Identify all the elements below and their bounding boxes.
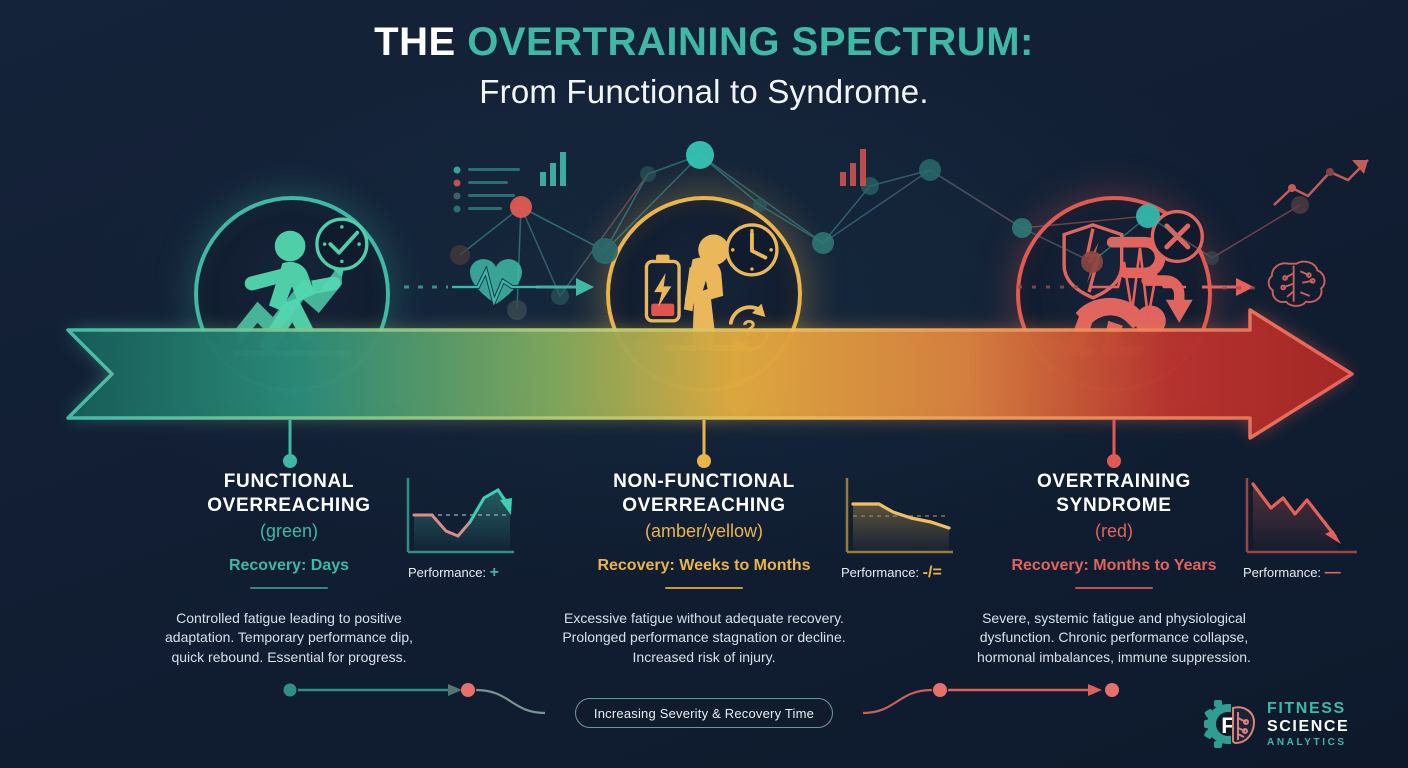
stage-heading: NON-FUNCTIONAL OVERREACHING xyxy=(613,471,795,516)
performance-value: + xyxy=(489,564,500,581)
stage-recovery: Recovery: Weeks to Months xyxy=(597,556,811,574)
title-main: THE OVERTRAINING SPECTRUM: xyxy=(0,18,1408,67)
stage-recovery: Recovery: Months to Years xyxy=(1011,556,1217,574)
title-prefix: THE xyxy=(374,20,468,64)
panel-divider xyxy=(250,586,328,589)
spark-chart-overtraining xyxy=(1245,478,1357,554)
panel-divider xyxy=(1075,586,1153,589)
bar-chart-icon-right xyxy=(840,149,866,186)
stage-heading: FUNCTIONAL OVERREACHING xyxy=(207,471,371,516)
performance-value: — xyxy=(1324,564,1341,581)
panel-divider xyxy=(665,586,743,589)
network-nodes-icon xyxy=(450,141,1309,320)
performance-value: -/= xyxy=(922,564,942,581)
ecg-pulse-icon xyxy=(1018,247,1254,319)
logo-line-3: ANALYTICS xyxy=(1267,736,1347,748)
stage-panel-nonfunctional: NON-FUNCTIONAL OVERREACHING (amber/yello… xyxy=(559,470,849,668)
stage-stem-green xyxy=(283,420,297,468)
stage-description: Controlled fatigue leading to positive a… xyxy=(165,609,413,666)
stage-stem-amber xyxy=(697,420,711,468)
stage-panel-overtraining: OVERTRAINING SYNDROME (red) Recovery: Mo… xyxy=(970,470,1258,668)
logo-line-1: FITNESS xyxy=(1267,699,1346,717)
stage-color-label: (green) xyxy=(259,520,319,541)
performance-label-overtraining: Performance: — xyxy=(1243,564,1341,582)
brand-logo: F FITNESS SCIENCE ANALYTICS xyxy=(1204,700,1349,748)
title-highlight: OVERTRAINING SPECTRUM: xyxy=(467,20,1034,64)
clock-check-icon xyxy=(315,217,369,271)
collapsed-figure-icon xyxy=(1060,209,1204,357)
page-title: THE OVERTRAINING SPECTRUM: From Function… xyxy=(0,18,1408,111)
performance-label-text: Performance: xyxy=(841,565,920,580)
stage-recovery: Recovery: Days xyxy=(228,556,350,574)
stage-color-label: (red) xyxy=(1094,520,1133,541)
stage-stem-red xyxy=(1107,420,1121,468)
performance-label-functional: Performance: + xyxy=(408,564,499,582)
stage-panel-functional: FUNCTIONAL OVERREACHING (green) Recovery… xyxy=(150,470,428,668)
trend-up-icon xyxy=(1273,159,1369,206)
clock-icon xyxy=(725,223,779,277)
performance-label-text: Performance: xyxy=(1243,565,1322,580)
running-figure-icon xyxy=(233,217,369,357)
svg-text:F: F xyxy=(1221,713,1234,738)
low-battery-icon xyxy=(644,254,681,323)
performance-label-nonfunctional: Performance: -/= xyxy=(841,564,942,582)
brain-icon xyxy=(1267,260,1326,307)
x-mark-icon xyxy=(1150,209,1204,264)
severity-caption-text: Increasing Severity & Recovery Time xyxy=(593,705,815,721)
heart-pulse-icon xyxy=(452,259,540,309)
performance-label-text: Performance: xyxy=(408,565,487,580)
broken-arrow-icon xyxy=(1106,236,1185,313)
stage-description: Excessive fatigue without adequate recov… xyxy=(562,609,846,666)
stage-color-label: (amber/yellow) xyxy=(644,520,764,541)
bar-chart-icon-left xyxy=(540,152,566,186)
title-subtitle: From Functional to Syndrome. xyxy=(479,72,929,110)
gear-brain-icon: F xyxy=(1204,700,1256,748)
stage-heading: OVERTRAINING SYNDROME xyxy=(1036,471,1192,516)
footer-flow-line xyxy=(283,683,1119,715)
spark-chart-functional xyxy=(406,478,514,554)
stage-description: Severe, systemic fatigue and physiologic… xyxy=(977,609,1251,666)
dashed-arrow-left xyxy=(404,278,594,296)
legend-lines-icon xyxy=(453,166,520,213)
spark-chart-nonfunctional xyxy=(845,478,953,554)
logo-line-2: SCIENCE xyxy=(1267,717,1350,735)
severity-caption-pill: Increasing Severity & Recovery Time xyxy=(575,698,833,728)
